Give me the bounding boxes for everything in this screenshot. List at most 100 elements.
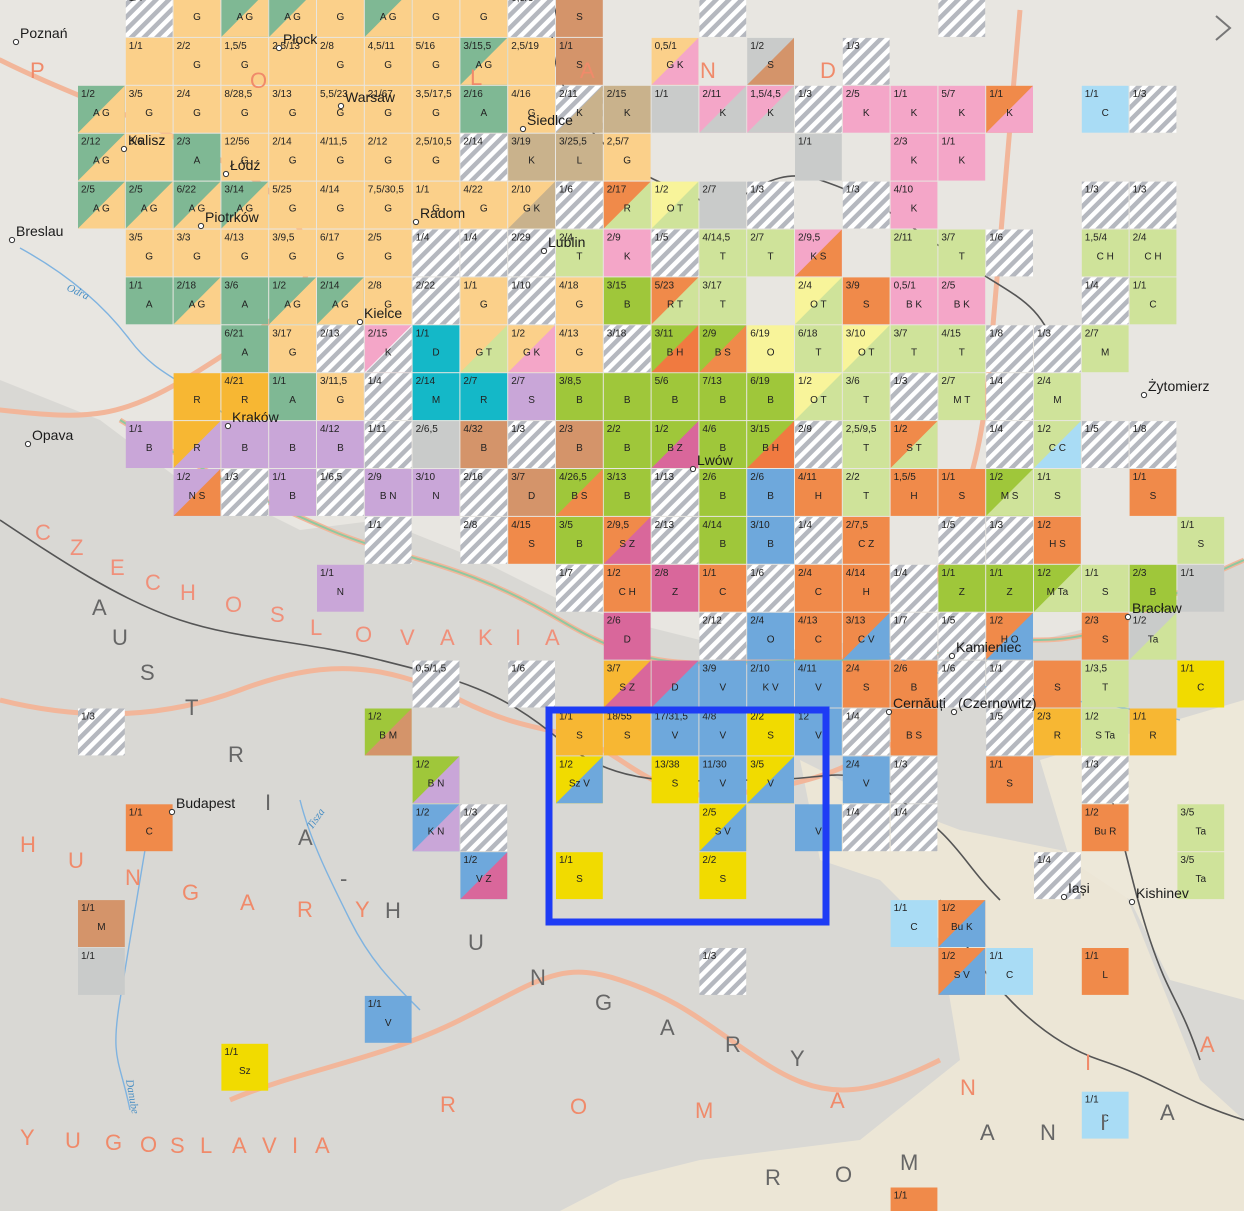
grid-cell[interactable]: 1/3: [890, 756, 938, 804]
grid-cell[interactable]: 2/3B: [1129, 564, 1177, 612]
grid-cell[interactable]: 3/6: [125, 133, 173, 181]
grid-cell[interactable]: 1/1: [78, 948, 125, 995]
grid-cell[interactable]: 1/1G: [460, 277, 508, 325]
grid-cell[interactable]: 1/5: [938, 612, 986, 660]
grid-cell[interactable]: R: [173, 421, 221, 468]
grid-cell[interactable]: 2/13: [317, 325, 364, 373]
grid-cell[interactable]: 2/7R: [460, 373, 508, 421]
grid-cell[interactable]: 1/1S: [938, 469, 986, 516]
grid-cell[interactable]: S: [556, 0, 603, 37]
grid-cell[interactable]: 1/5: [938, 516, 986, 564]
grid-cell[interactable]: 3/7T: [938, 229, 986, 277]
grid-cell[interactable]: 2/3S: [1081, 612, 1129, 660]
grid-cell[interactable]: 1/3: [890, 373, 938, 421]
grid-cell[interactable]: 1/3: [1081, 181, 1129, 229]
grid-cell[interactable]: 2/8Z: [651, 564, 699, 612]
grid-cell[interactable]: 0,5/1,5: [412, 660, 460, 708]
grid-cell[interactable]: 1/2Ta: [1129, 612, 1177, 660]
grid-cell[interactable]: 2/4C: [795, 564, 842, 612]
grid-cell[interactable]: 2/8G: [317, 37, 364, 85]
grid-cell[interactable]: 2/2S: [699, 852, 747, 900]
grid-cell[interactable]: 1/3: [842, 181, 890, 229]
grid-cell[interactable]: 1/1: [1177, 564, 1225, 612]
grid-cell[interactable]: 1/1C: [1177, 660, 1225, 708]
grid-cell[interactable]: 1/1L: [1081, 948, 1129, 995]
grid-cell[interactable]: 1/1S: [1034, 469, 1081, 516]
grid-cell[interactable]: 1/6: [747, 564, 794, 612]
grid-cell[interactable]: 3/7T: [890, 325, 938, 373]
grid-cell[interactable]: 2/6B: [747, 469, 794, 516]
grid-cell[interactable]: 5/7K: [938, 85, 986, 133]
grid-cell[interactable]: B: [221, 421, 269, 468]
grid-cell[interactable]: 1/1Z: [986, 564, 1033, 612]
grid-cell[interactable]: 1/1A: [125, 277, 173, 325]
grid-cell[interactable]: 4/8V: [699, 708, 747, 756]
grid-cell[interactable]: 2/12: [699, 612, 747, 660]
grid-cell[interactable]: 2/3A: [173, 133, 221, 181]
grid-cell[interactable]: 1/1S: [556, 37, 603, 85]
grid-cell[interactable]: A G: [221, 0, 269, 37]
grid-cell[interactable]: 2/8G: [364, 277, 412, 325]
grid-cell[interactable]: 1/6: [938, 660, 986, 708]
grid-cell[interactable]: 1/1K: [986, 85, 1033, 133]
grid-cell[interactable]: R: [173, 373, 221, 421]
grid-cell[interactable]: 1/4: [795, 516, 842, 564]
grid-cell[interactable]: G: [173, 0, 221, 37]
grid-cell[interactable]: 3/5Ta: [1177, 852, 1225, 900]
grid-cell[interactable]: 1/6,5: [317, 469, 364, 516]
grid-cell[interactable]: 2/6,5: [412, 421, 460, 468]
grid-cell[interactable]: 1/3: [699, 948, 747, 995]
grid-cell[interactable]: 3/5V: [747, 756, 794, 804]
grid-cell[interactable]: 2/2S: [747, 708, 794, 756]
grid-cell[interactable]: 2/13: [651, 516, 699, 564]
grid-cell[interactable]: 0,5/3: [508, 0, 555, 37]
grid-cell[interactable]: 4/6B: [699, 421, 747, 468]
grid-cell[interactable]: 1/6: [508, 660, 555, 708]
grid-cell[interactable]: 3/6A: [221, 277, 269, 325]
grid-cell[interactable]: 1/1D: [412, 325, 460, 373]
grid-cell[interactable]: 3/18: [603, 325, 651, 373]
grid-cell[interactable]: 2/3R: [1034, 708, 1081, 756]
